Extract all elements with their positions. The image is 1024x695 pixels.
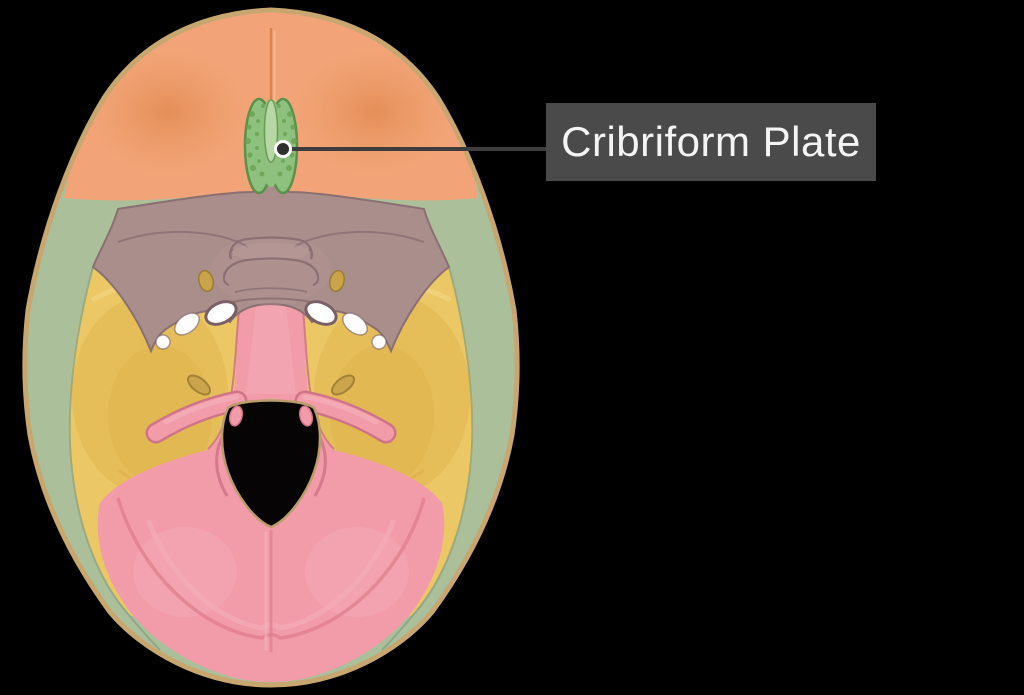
sphenoid-bone	[91, 168, 451, 354]
parietal-edge-left	[68, 266, 161, 651]
sella-turcica	[222, 236, 320, 304]
foramen-magnum	[220, 399, 322, 529]
foramen-ovale-right	[328, 269, 346, 293]
acoustic-meatus-right	[331, 374, 355, 396]
foramen-spinosum-left	[155, 334, 171, 350]
orbital-plate-left	[76, 40, 260, 184]
acoustic-meatus-left	[187, 374, 211, 396]
parietal-edge-right	[381, 266, 474, 651]
foramen-spinosum-right	[371, 334, 387, 350]
orbital-plate-right	[282, 40, 466, 184]
leader-dot[interactable]	[274, 140, 292, 158]
clivus-highlight	[246, 306, 296, 394]
foramen-ovale-left	[197, 269, 215, 293]
crista-galli	[263, 99, 279, 163]
annotation-label-text: Cribriform Plate	[561, 118, 861, 165]
petrous-ridge-left	[145, 390, 248, 444]
annotation-label[interactable]: Cribriform Plate	[546, 103, 876, 181]
skull-outline	[22, 7, 520, 688]
skull-base-foramina	[155, 300, 387, 396]
petrous-ridge-right	[294, 390, 397, 444]
